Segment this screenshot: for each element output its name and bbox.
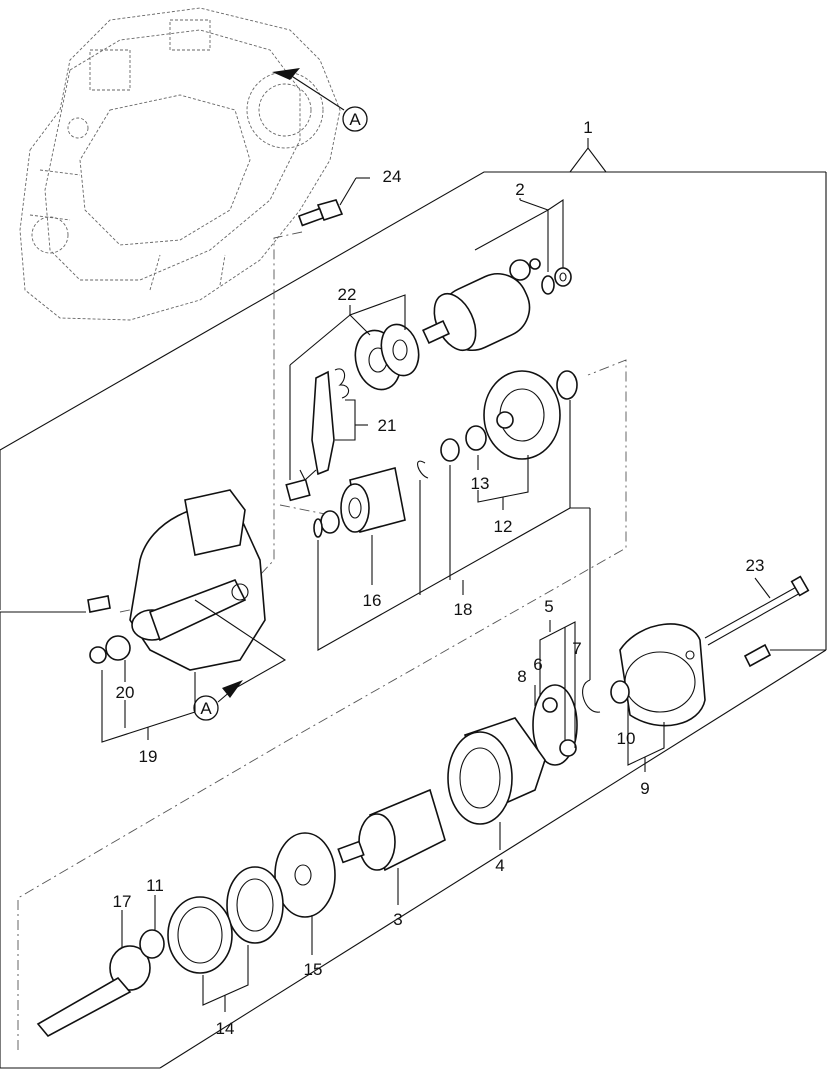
callout-19: 19 (139, 747, 158, 766)
callout-15: 15 (304, 960, 323, 979)
callout-20: 20 (116, 683, 135, 702)
callout-18: 18 (454, 600, 473, 619)
callout-7: 7 (572, 639, 581, 658)
rear-bracket-12 (417, 370, 578, 510)
front-bracket-19 (87, 489, 287, 743)
brush-holder-5 (532, 620, 578, 766)
callout-17: 17 (113, 892, 132, 911)
callout-1: 1 (583, 118, 592, 137)
pinion-clutch-16 (313, 467, 406, 585)
callout-24: 24 (383, 167, 402, 186)
callout-8: 8 (517, 667, 526, 686)
callout-4: 4 (495, 856, 504, 875)
through-bolt-23 (704, 575, 810, 668)
callout-9: 9 (640, 779, 649, 798)
callout-10: 10 (617, 729, 636, 748)
washers-22 (289, 294, 420, 480)
callout-21: 21 (378, 416, 397, 435)
callout-22: 22 (338, 285, 357, 304)
bracket-18 (317, 400, 591, 680)
assembly-frame (0, 138, 827, 1069)
callout-11: 11 (146, 876, 164, 895)
reference-mark-bottom: A (193, 680, 243, 721)
callout-13: 13 (471, 474, 490, 493)
callout-16: 16 (363, 591, 382, 610)
callout-3: 3 (393, 910, 402, 929)
armature-3 (337, 788, 446, 905)
pinion-shaft-17 (36, 895, 165, 1038)
callout-14: 14 (216, 1019, 235, 1038)
bell-housing-outline (19, 7, 341, 321)
ref-label-top: A (349, 110, 361, 129)
shift-lever-21 (285, 368, 368, 502)
callout-12: 12 (494, 517, 513, 536)
callout-2: 2 (515, 180, 524, 199)
reference-mark-top: A (272, 68, 368, 132)
ref-label-bottom: A (200, 699, 212, 718)
callout-5: 5 (544, 597, 553, 616)
bolt-24 (297, 177, 370, 227)
rear-cover-9 (582, 623, 706, 772)
plate-15 (274, 832, 336, 955)
yoke-4 (447, 717, 546, 850)
callout-6: 6 (533, 655, 542, 674)
solenoid-switch-2 (422, 198, 572, 352)
gear-set-14 (167, 866, 284, 1012)
callout-23: 23 (746, 556, 765, 575)
callout-labels: 1 2 3 4 5 6 7 8 9 10 11 12 13 14 15 16 1… (113, 118, 765, 1038)
